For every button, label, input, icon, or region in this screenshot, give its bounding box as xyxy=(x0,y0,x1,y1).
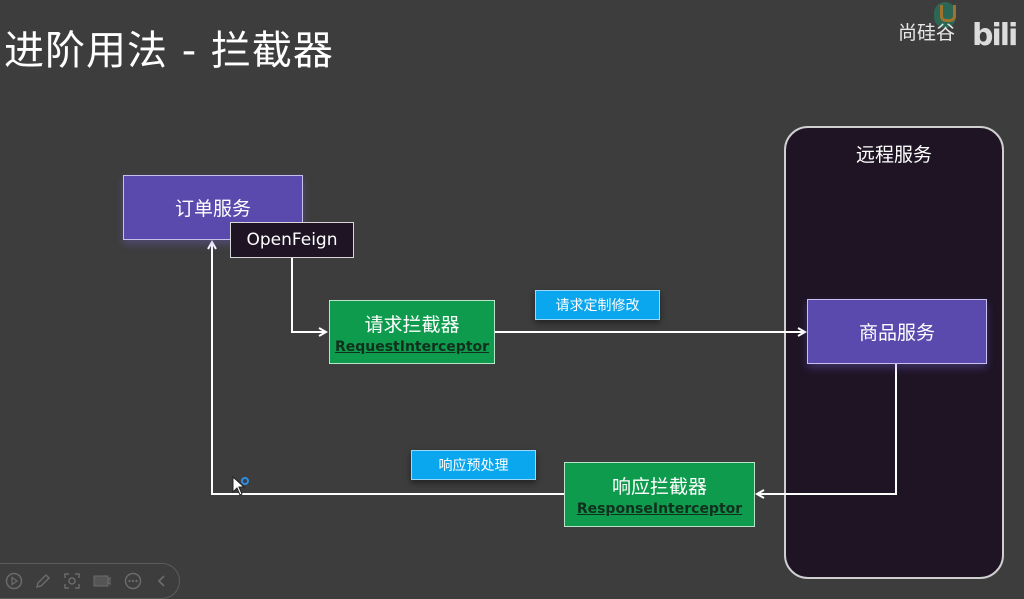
response-interceptor-label: 响应拦截器 xyxy=(611,476,707,498)
request-interceptor-node: 请求拦截器 RequestInterceptor xyxy=(329,300,495,364)
slide-title: 进阶用法 - 拦截器 xyxy=(4,28,334,74)
response-interceptor-sublabel: ResponseInterceptor xyxy=(576,501,743,517)
camera-icon[interactable] xyxy=(93,572,111,590)
response-interceptor-node: 响应拦截器 ResponseInterceptor xyxy=(564,462,755,527)
product-service-node: 商品服务 xyxy=(807,299,987,364)
request-note-label: 请求定制修改 xyxy=(555,298,640,314)
mouse-cursor-icon xyxy=(232,476,249,496)
response-note-label: 响应预处理 xyxy=(438,458,509,474)
play-icon[interactable] xyxy=(5,572,23,590)
order-service-label: 订单服务 xyxy=(174,198,251,220)
brand-name: 尚硅谷 xyxy=(898,22,956,44)
request-interceptor-sublabel: RequestInterceptor xyxy=(334,338,490,355)
collapse-icon[interactable] xyxy=(153,572,171,590)
product-service-label: 商品服务 xyxy=(858,322,935,344)
remote-services-label: 远程服务 xyxy=(855,144,932,166)
edge-response-interceptor-to-order-service xyxy=(212,242,564,495)
bilibili-watermark: bili xyxy=(972,18,1018,53)
response-note: 响应预处理 xyxy=(411,450,536,480)
pen-icon[interactable] xyxy=(34,572,52,590)
request-interceptor-label: 请求拦截器 xyxy=(364,313,460,336)
edge-openfeign-to-request-interceptor xyxy=(291,258,326,332)
edge-product-service-to-response-interceptor xyxy=(757,364,897,494)
screenshot-icon[interactable] xyxy=(63,572,81,590)
openfeign-label: OpenFeign xyxy=(246,230,338,250)
brand-logo-icon xyxy=(934,2,956,28)
request-note: 请求定制修改 xyxy=(535,290,660,320)
more-icon[interactable] xyxy=(124,572,142,590)
openfeign-node: OpenFeign xyxy=(230,222,354,258)
